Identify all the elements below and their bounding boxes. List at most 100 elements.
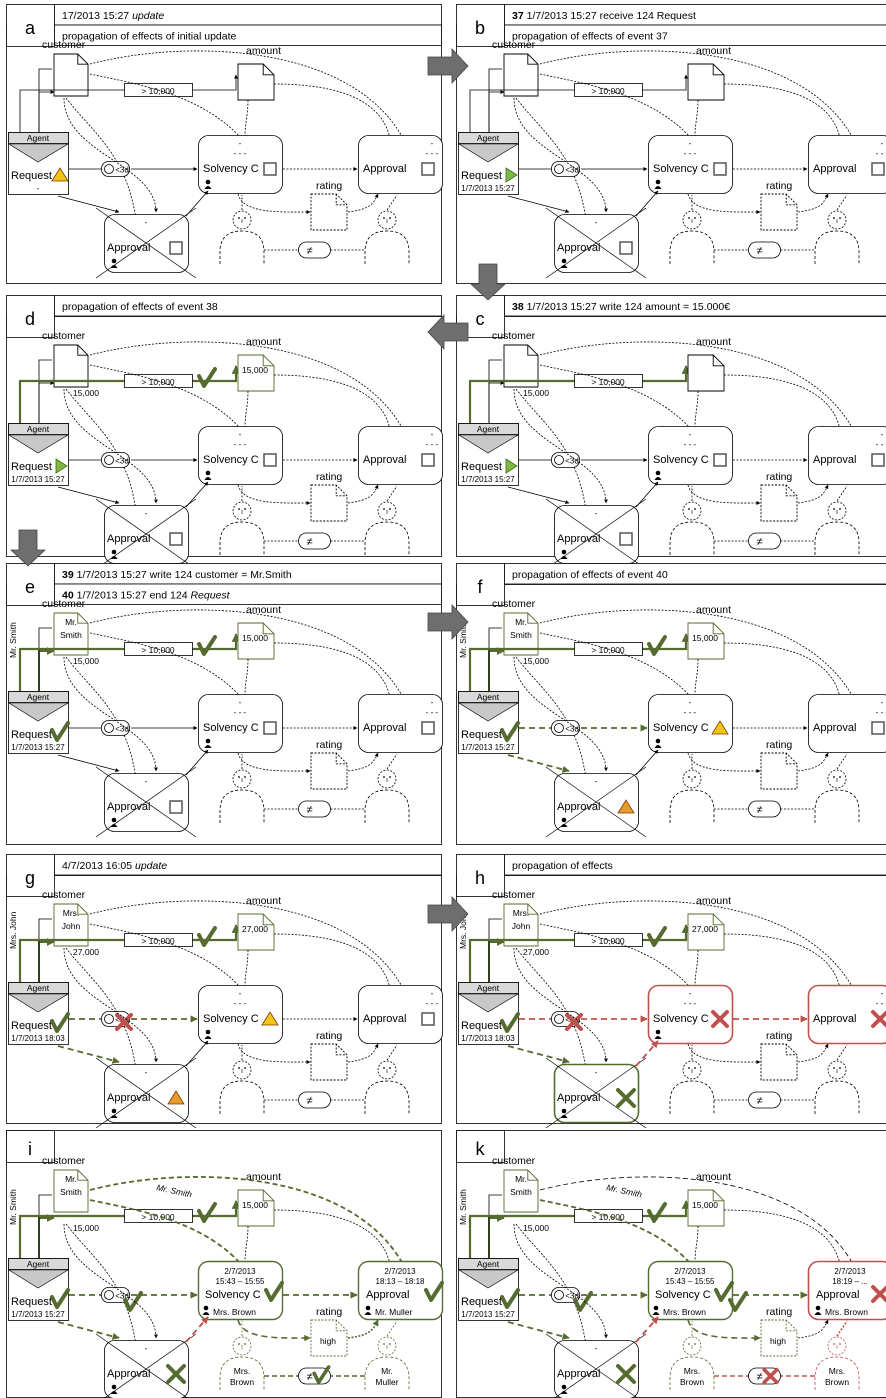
agent-header	[8, 423, 69, 435]
worker-eye	[238, 1067, 240, 1069]
approval-date: 2/7/2013	[384, 1267, 416, 1276]
person-head	[111, 1108, 117, 1114]
worker-right-icon	[364, 1336, 410, 1390]
rating-label: rating	[316, 1030, 342, 1042]
request-label: Request	[461, 1296, 502, 1308]
ne-label: ≠	[756, 1371, 762, 1383]
solvency-to-rating-edge	[237, 193, 311, 215]
ne-box	[298, 532, 331, 550]
header-text: propagation of effects of event 38	[62, 301, 218, 313]
worker-eye	[238, 1343, 240, 1345]
performer-icon	[654, 738, 662, 748]
solvency-dashes: - - -	[234, 149, 247, 158]
header-text-part: propagation of effects of event 37	[512, 31, 668, 43]
agent-header	[8, 1258, 69, 1270]
approval-box	[808, 135, 886, 194]
approval-lower-to-solvency-edge	[185, 749, 209, 776]
header-text: 40 1/7/2013 15:27 end 124 Request	[62, 590, 231, 602]
customer-document-icon	[503, 53, 539, 97]
worker-right-icon	[364, 210, 410, 264]
request-to-approval-lower-edge	[57, 1045, 120, 1064]
person-body	[814, 1312, 822, 1315]
customer-label: customer	[42, 889, 86, 901]
approval-time: 18:13 – 18:18	[376, 1277, 425, 1286]
threshold-box	[574, 1209, 643, 1223]
customer-label: customer	[492, 598, 536, 610]
worker-eye	[688, 508, 690, 510]
approval-lower-to-solvency-edge	[185, 1316, 209, 1343]
solvency-to-rating-edge	[237, 1043, 311, 1065]
threshold-label: > 10,000	[591, 645, 625, 655]
warning-triangle-icon	[617, 799, 635, 814]
header-text: propagation of effects of event 37	[512, 31, 668, 43]
customer-to-approval-lower-edge	[63, 656, 158, 772]
person-head	[655, 470, 661, 476]
rating-document-icon	[310, 193, 348, 231]
solvency-label: Solvency C	[655, 1289, 711, 1301]
worker-eye	[244, 776, 246, 778]
worker-right-task-edge	[386, 485, 398, 502]
flow-value: 15,000	[73, 656, 99, 666]
rating-document-icon	[760, 484, 798, 522]
solvency-time: 15:43 – 15:55	[216, 1277, 265, 1286]
solvency-dash: -	[689, 698, 692, 707]
solvency-to-rating-edge	[237, 752, 311, 774]
person-body	[204, 477, 212, 480]
worker-eye	[694, 776, 696, 778]
panel-b: 37 1/7/2013 15:27 receive 124 Requestpro…	[456, 4, 886, 284]
letter-box	[6, 1130, 55, 1163]
person-head	[815, 1305, 821, 1311]
timer-label: <3d	[565, 166, 579, 175]
agent-header	[8, 982, 69, 994]
rating-to-approval-edge	[347, 484, 379, 504]
worker-body	[814, 1080, 860, 1114]
worker-eye	[389, 1067, 391, 1069]
solvency-dashes: - - -	[684, 440, 697, 449]
solvency-label: Solvency C	[205, 1289, 261, 1301]
worker-eye	[389, 508, 391, 510]
customer-to-approval-edge	[89, 609, 407, 704]
checkmark-icon	[647, 926, 667, 947]
amount-to-solvency-edge	[693, 658, 699, 704]
worker-eye	[688, 1343, 690, 1345]
performer-icon	[560, 258, 568, 268]
agent-label: Agent	[27, 133, 50, 143]
worker-right-icon	[364, 501, 410, 555]
warning-triangle-icon	[51, 167, 69, 182]
amount-label: amount	[246, 895, 281, 907]
amount-document-icon	[687, 913, 725, 951]
approval-dash: -	[431, 698, 434, 707]
request-to-approval-lower-edge	[507, 1321, 570, 1340]
timer-label: <3d	[115, 725, 129, 734]
rating-to-approval-edge	[347, 1043, 379, 1063]
request-to-approval-lower-edge	[507, 1045, 570, 1064]
approval-dash: -	[431, 139, 434, 148]
worker-body	[814, 521, 860, 555]
agent-to-customer-edge-2	[38, 68, 52, 132]
approval-label: Approval	[813, 454, 856, 466]
worker-body	[364, 1080, 410, 1114]
cross-icon	[616, 1088, 636, 1108]
solvency-check-box	[197, 1260, 284, 1321]
pending-square-icon	[169, 800, 183, 814]
panel-letter: e	[25, 577, 35, 597]
approval-date: 2/7/2013	[834, 1267, 866, 1276]
customer-side-label: Mrs. John	[8, 911, 18, 949]
person-body	[204, 186, 212, 189]
performer-icon	[814, 1305, 822, 1315]
solvency-time: 15:43 – 15:55	[666, 1277, 715, 1286]
request-label: Request	[11, 461, 52, 473]
timer-label: <3d	[115, 166, 129, 175]
threshold-label: > 10,000	[591, 86, 625, 96]
pending-square-icon	[421, 1012, 435, 1026]
person-body	[654, 745, 662, 748]
person-body	[560, 1391, 568, 1394]
clock-icon	[104, 723, 114, 733]
approval-lower-dash: -	[145, 1068, 148, 1077]
person-head	[653, 1305, 659, 1311]
worker-body	[669, 789, 715, 823]
checkmark-icon	[197, 926, 217, 947]
person-head	[111, 258, 117, 264]
approval-lower-label: Approval	[107, 1092, 150, 1104]
